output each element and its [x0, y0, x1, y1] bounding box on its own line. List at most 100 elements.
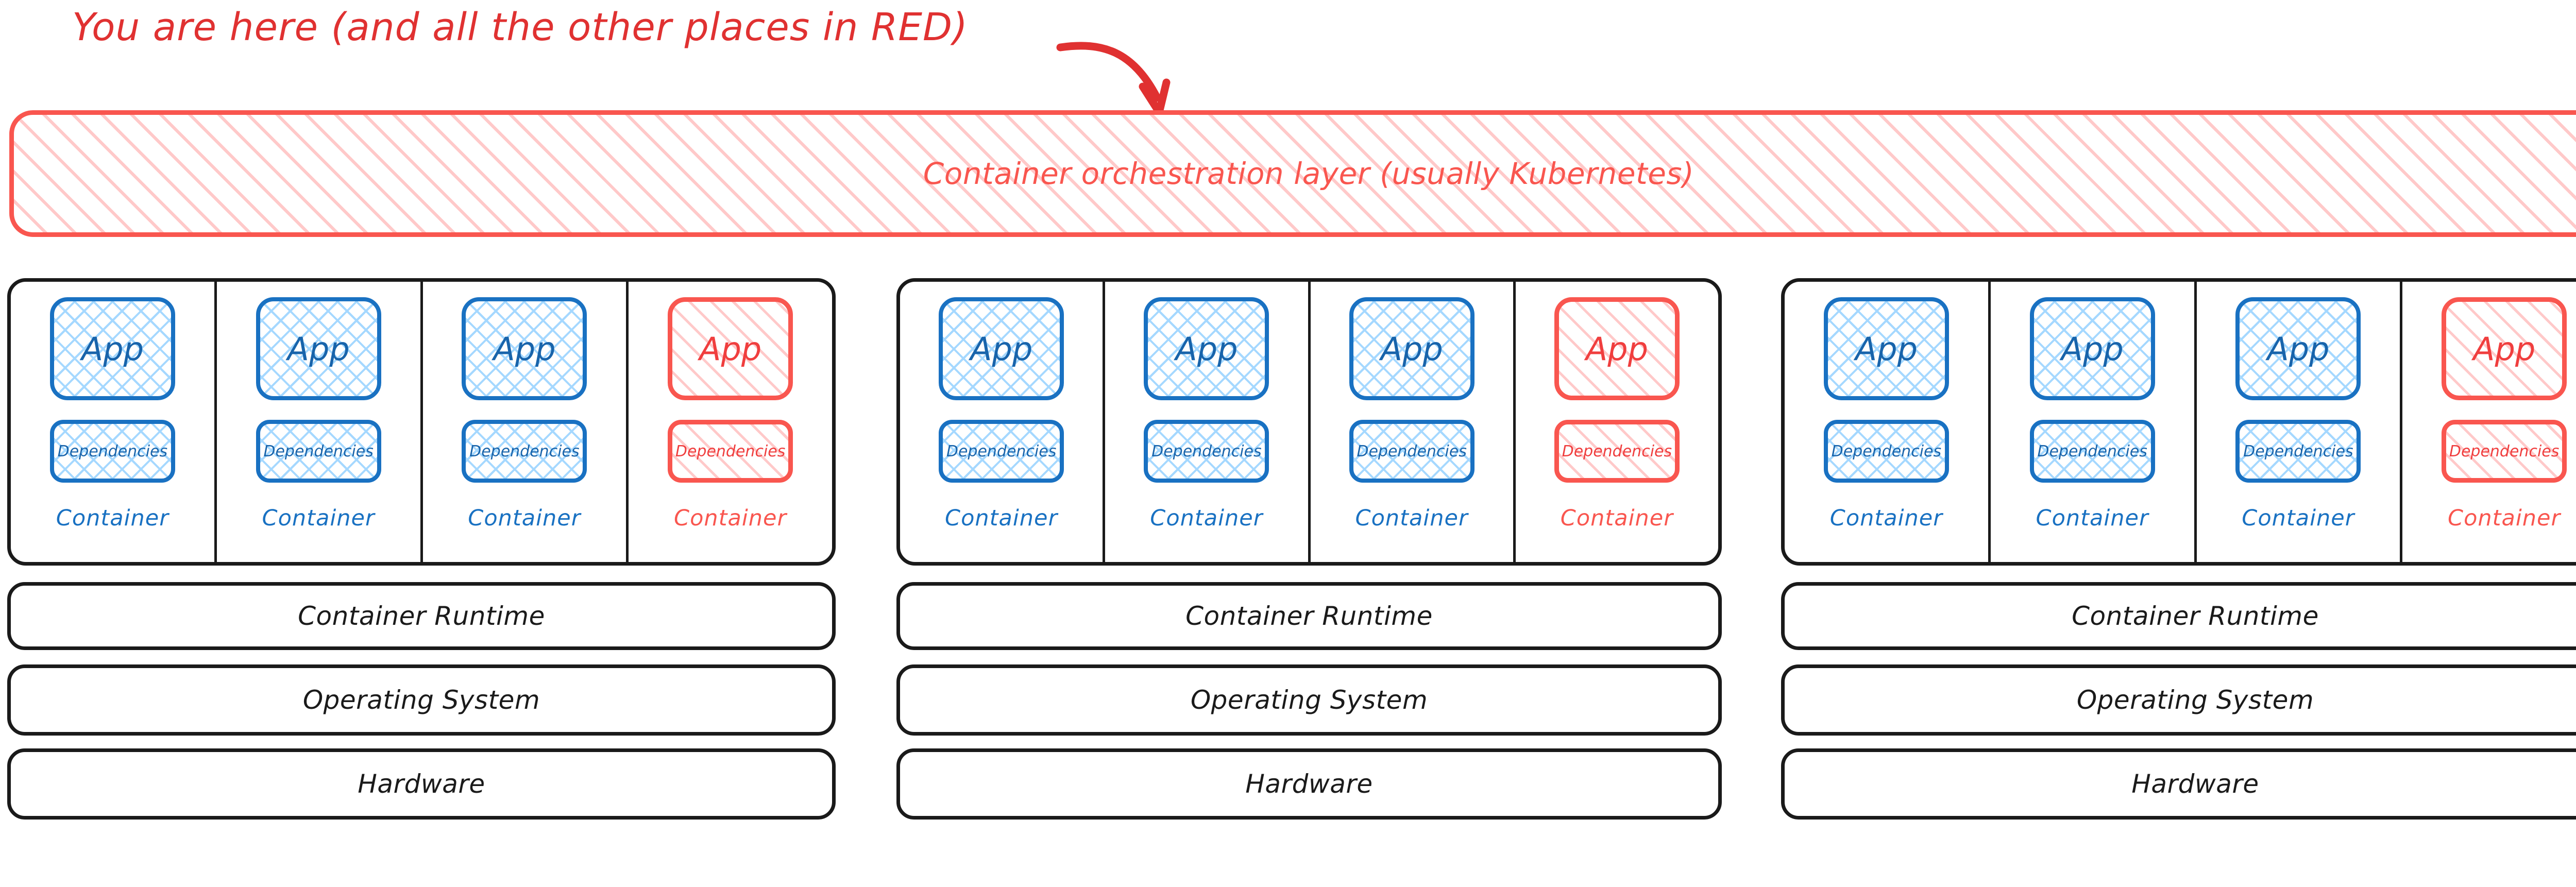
dependencies-box: Dependencies: [2029, 420, 2155, 483]
container-runtime-layer[interactable]: Container Runtime: [896, 582, 1722, 650]
app-label: App: [493, 330, 556, 368]
container-cell[interactable]: App Dependencies Container: [1991, 282, 2197, 562]
app-label: App: [2267, 330, 2330, 368]
container-runtime-layer[interactable]: Container Runtime: [7, 582, 836, 650]
app-label: App: [2061, 330, 2124, 368]
app-label: App: [1855, 330, 1918, 368]
container-cell[interactable]: App Dependencies Container: [217, 282, 423, 562]
annotation-text: You are here (and all the other places i…: [72, 5, 968, 49]
dependencies-label: Dependencies: [1831, 442, 1942, 460]
hardware-layer[interactable]: Hardware: [1781, 748, 2576, 820]
app-box: App: [939, 297, 1064, 400]
dependencies-label: Dependencies: [263, 442, 374, 460]
app-label: App: [81, 330, 144, 368]
container-row: App Dependencies Container App Dependenc…: [896, 278, 1722, 566]
container-cell[interactable]: App Dependencies Container: [1105, 282, 1311, 562]
dependencies-box: Dependencies: [1554, 420, 1680, 483]
dependencies-label: Dependencies: [2243, 442, 2353, 460]
dependencies-label: Dependencies: [1562, 442, 1672, 460]
app-box: App: [2029, 297, 2155, 400]
dependencies-box: Dependencies: [939, 420, 1064, 483]
container-label: Container: [56, 505, 169, 531]
dependencies-box: Dependencies: [1144, 420, 1269, 483]
dependencies-label: Dependencies: [675, 442, 786, 460]
hardware-layer[interactable]: Hardware: [7, 748, 836, 820]
container-label: Container: [1829, 505, 1943, 531]
app-box: App: [1554, 297, 1680, 400]
container-label: Container: [2036, 505, 2149, 531]
node-group-2: App Dependencies Container App Dependenc…: [896, 278, 1722, 820]
container-runtime-layer[interactable]: Container Runtime: [1781, 582, 2576, 650]
dependencies-box: Dependencies: [256, 420, 381, 483]
dependencies-box: Dependencies: [462, 420, 587, 483]
app-box: App: [668, 297, 793, 400]
app-label: App: [699, 330, 762, 368]
container-cell[interactable]: App Dependencies Container: [11, 282, 217, 562]
dependencies-label: Dependencies: [57, 442, 168, 460]
dependencies-label: Dependencies: [1151, 442, 1262, 460]
container-cell-highlighted[interactable]: App Dependencies Container: [2402, 282, 2576, 562]
app-label: App: [2473, 330, 2536, 368]
app-box: App: [1144, 297, 1269, 400]
container-label: Container: [1150, 505, 1263, 531]
app-box: App: [2442, 297, 2567, 400]
app-label: App: [287, 330, 350, 368]
app-label: App: [1175, 330, 1238, 368]
container-label: Container: [674, 505, 787, 531]
dependencies-box: Dependencies: [668, 420, 793, 483]
container-orchestration-layer[interactable]: Container orchestration layer (usually K…: [9, 110, 2576, 237]
container-label: Container: [1355, 505, 1468, 531]
container-cell[interactable]: App Dependencies Container: [1311, 282, 1516, 562]
layer-label: Container Runtime: [2072, 601, 2319, 631]
container-cell[interactable]: App Dependencies Container: [423, 282, 629, 562]
layer-label: Operating System: [1190, 685, 1428, 715]
container-label: Container: [2448, 505, 2561, 531]
container-row: App Dependencies Container App Dependenc…: [1781, 278, 2576, 566]
dependencies-label: Dependencies: [946, 442, 1057, 460]
app-label: App: [1585, 330, 1648, 368]
operating-system-layer[interactable]: Operating System: [896, 664, 1722, 736]
operating-system-layer[interactable]: Operating System: [7, 664, 836, 736]
layer-label: Operating System: [302, 685, 540, 715]
app-box: App: [49, 297, 175, 400]
container-cell-highlighted[interactable]: App Dependencies Container: [1516, 282, 1718, 562]
container-label: Container: [2242, 505, 2355, 531]
dependencies-box: Dependencies: [1823, 420, 1949, 483]
layer-label: Container Runtime: [1185, 601, 1433, 631]
dependencies-box: Dependencies: [1349, 420, 1475, 483]
layer-label: Hardware: [2131, 769, 2259, 799]
node-group-3: App Dependencies Container App Dependenc…: [1781, 278, 2576, 820]
app-box: App: [256, 297, 381, 400]
app-box: App: [462, 297, 587, 400]
dependencies-label: Dependencies: [2037, 442, 2147, 460]
hardware-layer[interactable]: Hardware: [896, 748, 1722, 820]
app-box: App: [1823, 297, 1949, 400]
container-cell[interactable]: App Dependencies Container: [2197, 282, 2403, 562]
container-cell[interactable]: App Dependencies Container: [900, 282, 1106, 562]
layer-label: Hardware: [358, 769, 485, 799]
node-group-1: App Dependencies Container App Dependenc…: [7, 278, 836, 820]
container-cell-highlighted[interactable]: App Dependencies Container: [629, 282, 832, 562]
app-box: App: [1349, 297, 1475, 400]
operating-system-layer[interactable]: Operating System: [1781, 664, 2576, 736]
dependencies-box: Dependencies: [49, 420, 175, 483]
orchestration-layer-label: Container orchestration layer (usually K…: [923, 156, 1694, 191]
container-label: Container: [262, 505, 375, 531]
container-label: Container: [468, 505, 581, 531]
container-row: App Dependencies Container App Dependenc…: [7, 278, 836, 566]
dependencies-label: Dependencies: [2449, 442, 2560, 460]
dependencies-label: Dependencies: [469, 442, 580, 460]
dependencies-box: Dependencies: [2442, 420, 2567, 483]
layer-label: Operating System: [2076, 685, 2314, 715]
container-cell[interactable]: App Dependencies Container: [1785, 282, 1991, 562]
container-label: Container: [945, 505, 1058, 531]
app-box: App: [2235, 297, 2361, 400]
layer-label: Hardware: [1245, 769, 1373, 799]
dependencies-box: Dependencies: [2235, 420, 2361, 483]
app-label: App: [970, 330, 1033, 368]
curved-arrow-icon: [1056, 42, 1171, 116]
app-label: App: [1380, 330, 1443, 368]
dependencies-label: Dependencies: [1357, 442, 1467, 460]
container-label: Container: [1560, 505, 1673, 531]
